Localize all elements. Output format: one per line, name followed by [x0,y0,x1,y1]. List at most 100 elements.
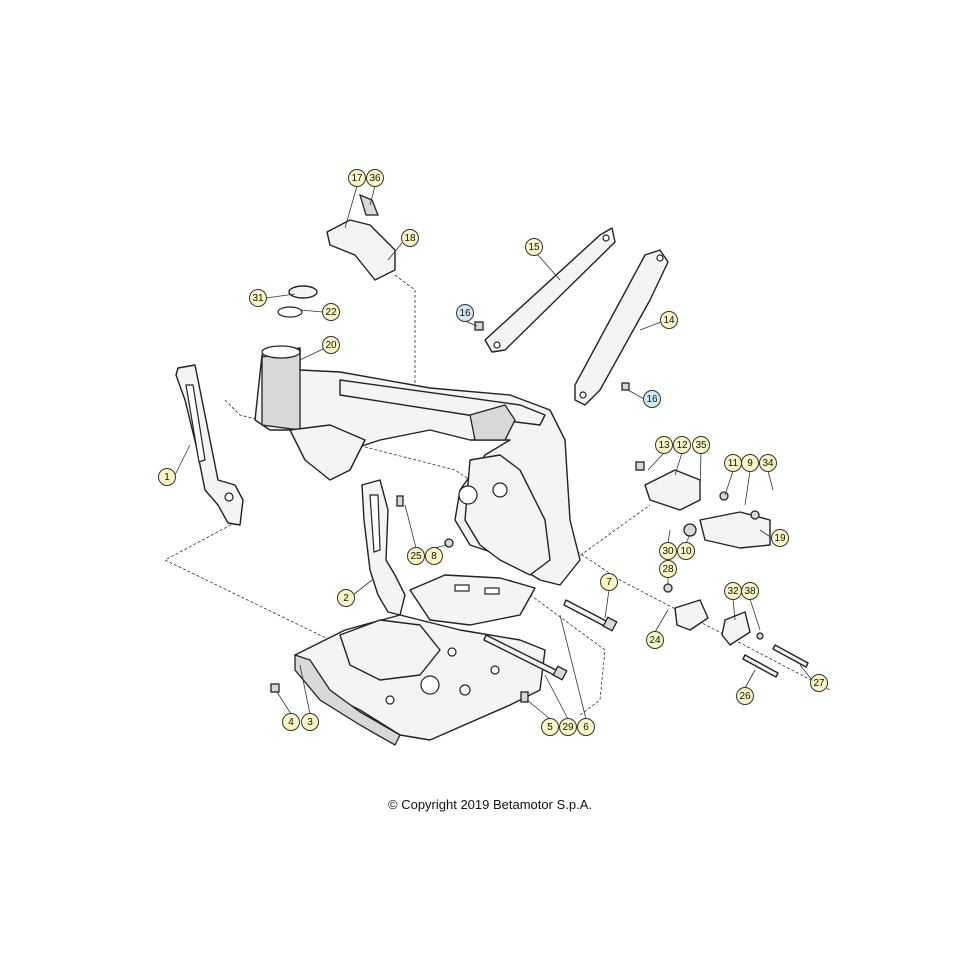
callout-label: 25 [410,551,422,562]
callout-circle [692,436,710,454]
callout-label: 24 [649,635,661,646]
part-26-27-bolts [742,644,809,678]
callout-6: 6 [577,718,595,736]
callout-circle [759,454,777,472]
callout-circle [643,390,661,408]
callout-circle [577,718,595,736]
callout-label: 4 [288,717,294,728]
part-3-skid-plate [294,614,546,746]
part-15-rail [484,227,616,353]
callout-14: 14 [660,311,678,329]
callout-11: 11 [724,454,742,472]
small-fasteners [270,321,764,703]
callout-circle [366,169,384,187]
part-14-rail [574,249,669,406]
callout-label: 16 [459,308,471,319]
callout-label: 16 [646,394,658,405]
callout-circle [407,547,425,565]
part-6-skid-plate-bracket [409,574,536,626]
part-31-22-steering-part [277,285,318,318]
callout-26: 26 [736,687,754,705]
part-29-long-bolt [483,634,568,681]
callout-label: 17 [351,173,363,184]
copyright-text: © Copyright 2019 Betamotor S.p.A. [388,797,592,812]
callout-13: 13 [655,436,673,454]
callout-29: 29 [559,718,577,736]
callout-label: 1 [164,472,170,483]
callout-label: 19 [774,533,786,544]
part-24-32-bracket [674,599,751,646]
callout-12: 12 [673,436,691,454]
callout-label: 6 [583,722,589,733]
callout-label: 38 [744,586,756,597]
callout-25: 25 [407,547,425,565]
callout-label: 34 [762,458,774,469]
callout-label: 10 [680,546,692,557]
part-7-long-bolt [563,599,618,632]
leader-lines [174,185,813,720]
callout-label: 28 [662,564,674,575]
callout-32: 32 [724,582,742,600]
callout-circle [810,674,828,692]
callout-circle [559,718,577,736]
callout-circle [659,560,677,578]
callout-5: 5 [541,718,559,736]
callout-label: 26 [739,691,751,702]
callout-label: 11 [728,458,739,469]
callout-circle [322,336,340,354]
callout-2: 2 [337,589,355,607]
callout-1: 1 [158,468,176,486]
part-2-frame-guard [361,479,406,616]
part-17-footpeg [326,193,396,281]
callout-circle [348,169,366,187]
callout-label: 29 [562,722,574,733]
callout-circle [646,631,664,649]
callout-label: 3 [307,717,313,728]
callout-circle [659,542,677,560]
callout-label: 2 [343,593,349,604]
callout-circle [525,238,543,256]
callout-30: 30 [659,542,677,560]
callout-36: 36 [366,169,384,187]
callout-circle [425,547,443,565]
callout-label: 5 [547,722,553,733]
main-frame [254,345,581,586]
callout-label: 7 [606,577,612,588]
callout-circle [541,718,559,736]
part-19-footpeg-assembly [644,469,771,549]
callout-circle [736,687,754,705]
callout-circle [741,582,759,600]
callout-7: 7 [600,573,618,591]
callout-38: 38 [741,582,759,600]
callout-circle [401,229,419,247]
callout-circle [337,589,355,607]
callout-19: 19 [771,529,789,547]
callout-circle [456,304,474,322]
callout-label: 27 [813,678,825,689]
callout-label: 13 [658,440,670,451]
callout-label: 8 [431,551,437,562]
callout-circle [673,436,691,454]
callout-circle [771,529,789,547]
callout-circle [322,303,340,321]
callout-circle [600,573,618,591]
part-1-front-frame-guard [175,364,244,526]
callout-16: 16 [456,304,474,322]
callout-label: 12 [676,440,688,451]
callout-4: 4 [282,713,300,731]
callout-31: 31 [249,289,267,307]
callout-circle [249,289,267,307]
callout-8: 8 [425,547,443,565]
callout-10: 10 [677,542,695,560]
callout-17: 17 [348,169,366,187]
callout-circle [677,542,695,560]
callout-18: 18 [401,229,419,247]
callout-circle [741,454,759,472]
callout-9: 9 [741,454,759,472]
callout-3: 3 [301,713,319,731]
callout-34: 34 [759,454,777,472]
callout-circle [301,713,319,731]
callout-label: 18 [404,233,416,244]
